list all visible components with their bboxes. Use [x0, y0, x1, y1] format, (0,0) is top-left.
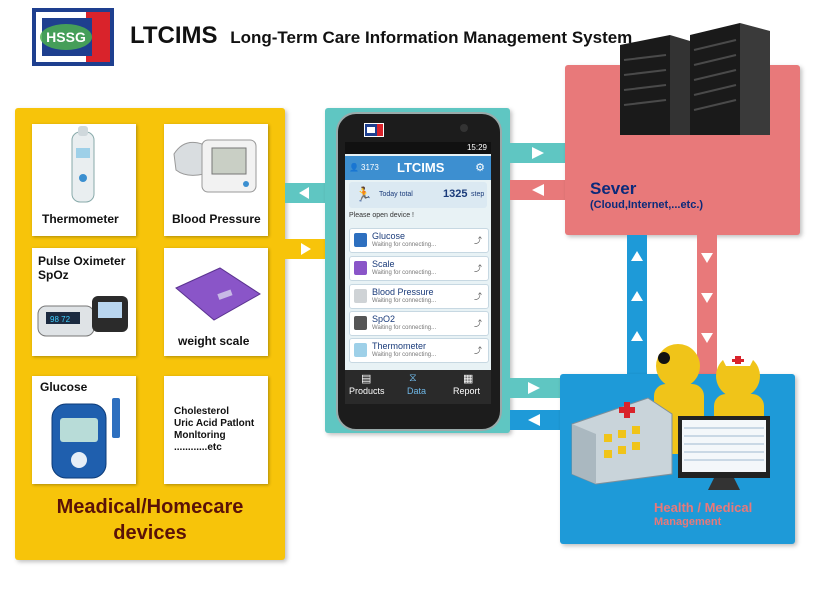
steps-unit: step — [471, 191, 485, 198]
steps-label: Today total — [379, 191, 413, 198]
arrow-phone-to-server — [510, 143, 565, 163]
open-device-prompt: Please open device ! — [349, 212, 414, 219]
steps-counter: 🏃 Today total 1325 step — [349, 182, 487, 208]
user-icon: 👤 — [349, 163, 359, 172]
device-row-label: Blood Pressure — [372, 287, 434, 297]
devices-panel: Thermometer Blood Pressure Pulse Oximete… — [15, 108, 285, 560]
pulse-oximeter-label: Pulse Oximeter SpOz — [38, 254, 126, 282]
device-row-label: Glucose — [372, 231, 406, 241]
weight-scale-icon — [175, 267, 261, 321]
phone-app-logo — [364, 123, 384, 137]
arrow-server-to-health — [697, 235, 717, 374]
page-title: LTCIMS Long-Term Care Information Manage… — [130, 22, 632, 50]
logo-text: HSSG — [46, 29, 86, 45]
device-row-status: Waiting for connecting... — [372, 242, 437, 248]
thermometer-icon — [71, 126, 95, 203]
device-row-label: Scale — [372, 259, 395, 269]
blood-pressure-label: Blood Pressure — [172, 212, 261, 226]
thermometer-small-icon — [354, 343, 367, 357]
arrow-server-to-phone — [510, 180, 565, 200]
glucose-meter-icon — [51, 398, 120, 479]
server-title: Sever — [590, 179, 637, 198]
connect-icon: ⤴ — [474, 236, 482, 245]
devices-panel-title: Meadical/Homecare devices — [15, 494, 285, 546]
device-row-thermometer[interactable]: Thermometer Waiting for connecting... ⤴ — [349, 338, 489, 363]
device-row-label: SpO2 — [372, 314, 396, 324]
user-count: 3173 — [361, 163, 379, 172]
tab-data[interactable]: Data — [407, 386, 427, 396]
connect-icon: ⤴ — [474, 264, 482, 273]
phone-camera — [460, 124, 468, 132]
connect-icon: ⤴ — [474, 319, 482, 328]
device-row-status: Waiting for connecting... — [372, 325, 437, 331]
scale-icon — [354, 261, 367, 275]
title-subtitle: Long-Term Care Information Management Sy… — [230, 28, 633, 47]
device-row-spo2[interactable]: SpO2 Waiting for connecting... ⤴ — [349, 311, 489, 336]
cholesterol-line-4: ............etc — [174, 442, 222, 453]
title-main: LTCIMS — [130, 22, 218, 49]
spo2-icon — [354, 316, 367, 330]
steps-value: 1325 — [443, 188, 468, 200]
products-icon: ▤ — [361, 373, 372, 385]
blood-pressure-icon — [173, 139, 257, 193]
cholesterol-line-3: Monltoring — [174, 430, 226, 441]
device-row-scale[interactable]: Scale Waiting for connecting... ⤴ — [349, 256, 489, 281]
tab-products[interactable]: Products — [349, 386, 385, 396]
server-rack-icon — [620, 23, 770, 135]
blood-pressure-card: Blood Pressure — [164, 124, 268, 236]
connect-icon: ⤴ — [474, 292, 482, 301]
cholesterol-card: Cholesterol Uric Acid Patlont Monltoring… — [164, 376, 268, 484]
weight-scale-label: weight scale — [178, 334, 250, 348]
device-row-blood-pressure[interactable]: Blood Pressure Waiting for connecting...… — [349, 284, 489, 309]
pulse-oximeter-icon: 98 72 — [37, 296, 128, 337]
settings-gear-icon[interactable]: ⚙ — [475, 162, 485, 174]
health-title-line-2: Management — [654, 516, 722, 528]
status-bar: 15:29 — [345, 142, 491, 154]
data-icon: ⧖ — [409, 372, 417, 384]
arrow-devices-to-phone — [285, 239, 325, 259]
status-time: 15:29 — [466, 143, 487, 152]
tab-report[interactable]: Report — [453, 386, 481, 396]
hssg-logo: HSSG — [32, 8, 114, 66]
connect-icon: ⤴ — [474, 346, 482, 355]
arrow-phone-to-health — [510, 378, 560, 398]
cholesterol-line-2: Uric Acid Patlont — [174, 418, 255, 429]
device-row-glucose[interactable]: Glucose Waiting for connecting... ⤴ — [349, 228, 489, 253]
devices-title-line-1: Meadical/Homecare — [56, 496, 244, 518]
device-row-label: Thermometer — [372, 341, 427, 351]
arrow-phone-to-devices — [285, 183, 325, 203]
server-subtitle: (Cloud,Internet,...etc.) — [590, 199, 704, 211]
cholesterol-line-1: Cholesterol — [174, 406, 230, 417]
glucose-icon — [354, 233, 367, 247]
arrow-health-to-phone — [510, 410, 560, 430]
runner-icon: 🏃 — [355, 186, 373, 202]
device-row-status: Waiting for connecting... — [372, 298, 437, 304]
thermometer-label: Thermometer — [42, 212, 119, 226]
weight-scale-card: weight scale — [164, 248, 268, 356]
arrow-health-to-server — [627, 235, 647, 374]
app-title: LTCIMS — [397, 160, 445, 175]
glucose-label: Glucose — [40, 380, 88, 394]
devices-title-line-2: devices — [113, 522, 187, 544]
pulse-oximeter-card: Pulse Oximeter SpOz 98 72 — [32, 248, 136, 356]
health-title-line-1: Health / Medical — [654, 500, 753, 515]
svg-text:98 72: 98 72 — [50, 315, 71, 324]
server-panel: Sever (Cloud,Internet,...etc.) — [565, 23, 800, 235]
report-icon: ▦ — [463, 373, 474, 385]
app-header: 👤 3173 LTCIMS ⚙ — [345, 156, 491, 180]
device-row-status: Waiting for connecting... — [372, 352, 437, 358]
glucose-card: Glucose — [32, 376, 136, 484]
thermometer-card: Thermometer — [32, 124, 136, 236]
blood-pressure-small-icon — [354, 289, 367, 303]
health-panel: Health / Medical Management — [560, 344, 795, 544]
medical-staff-icon — [571, 344, 770, 490]
device-row-status: Waiting for connecting... — [372, 270, 437, 276]
bottom-tab-bar: ▤ Products ⧖ Data ▦ Report — [345, 370, 491, 404]
